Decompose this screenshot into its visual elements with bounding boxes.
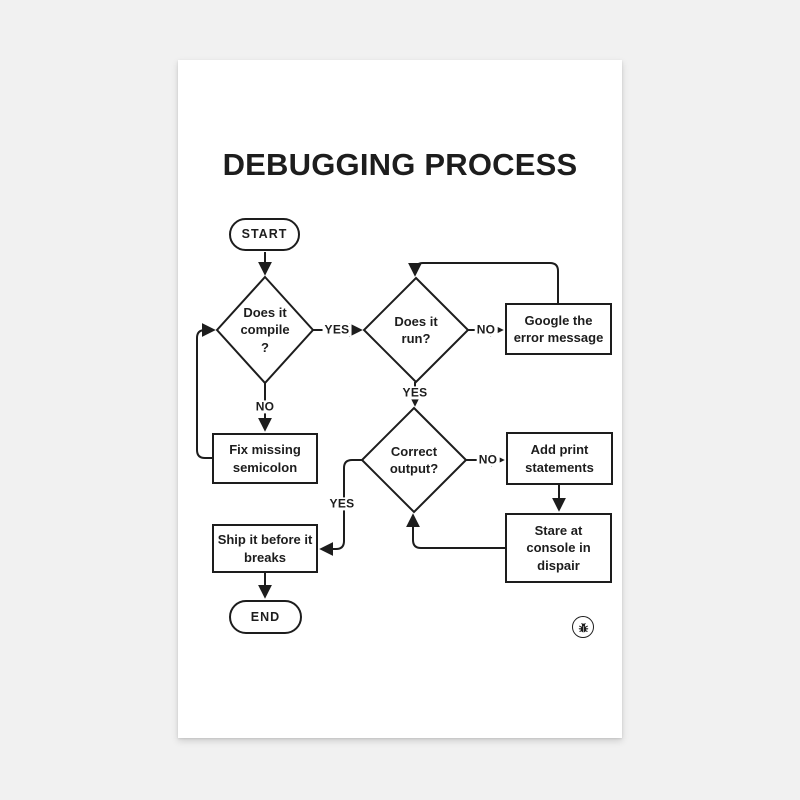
bug-icon — [578, 622, 588, 632]
decision-run-shape — [362, 276, 470, 384]
decision-correct-label: Correct output? — [389, 443, 439, 476]
edge-stare-loop-to-correct — [406, 513, 505, 549]
process-ship-it: Ship it before it breaks — [212, 524, 318, 573]
label-correct-no: NO — [476, 452, 500, 467]
edge-fix-loop-to-compile — [196, 323, 216, 459]
bug-badge — [572, 616, 594, 638]
decision-correct-shape — [360, 406, 468, 514]
decision-compile-shape — [215, 275, 315, 385]
label-run-no: NO — [474, 322, 498, 337]
process-stare-console: Stare at console in dispair — [505, 513, 612, 583]
label-compile-no: NO — [253, 399, 277, 414]
edge-google-loop-to-run — [408, 262, 559, 303]
process-add-print: Add print statements — [506, 432, 613, 485]
process-google-error: Google the error message — [505, 303, 612, 355]
label-compile-yes: YES — [322, 322, 352, 337]
end-node: END — [229, 600, 302, 634]
decision-run-label: Does it run? — [394, 313, 438, 346]
label-run-yes: YES — [400, 385, 430, 400]
process-fix-semicolon: Fix missing semicolon — [212, 433, 318, 484]
label-correct-yes: YES — [327, 496, 357, 511]
page-title: DEBUGGING PROCESS — [222, 147, 578, 182]
start-node: START — [229, 218, 300, 251]
decision-compile-label: Does it compile ? — [240, 305, 290, 355]
